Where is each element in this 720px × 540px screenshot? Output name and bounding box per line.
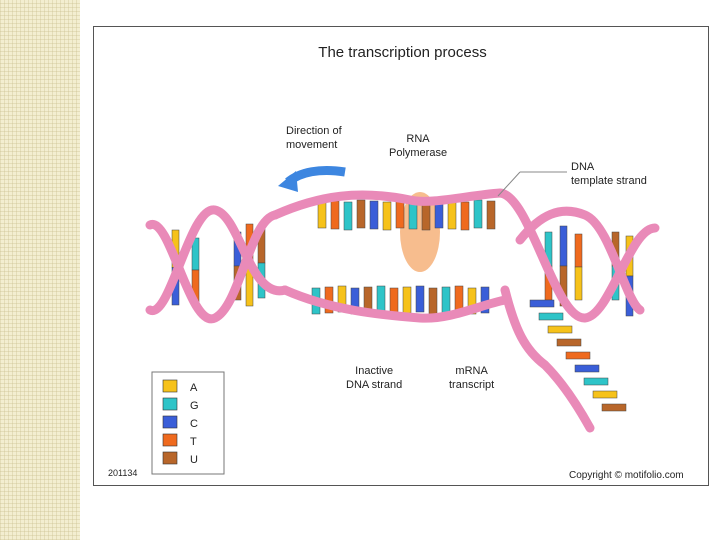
base-pair-segment	[559, 225, 568, 267]
dna-backbone-left-1	[145, 210, 280, 324]
polymerase-label: RNA Polymerase	[389, 133, 448, 159]
inactive-strand-label: Inactive DNA strand	[346, 365, 403, 391]
template-base	[421, 201, 431, 231]
direction-arrowhead	[278, 171, 298, 192]
mrna-base	[601, 403, 627, 412]
template-base	[460, 201, 470, 231]
template-base	[330, 200, 340, 230]
inactive-base	[415, 285, 425, 313]
inactive-base	[428, 287, 438, 315]
mrna-base	[556, 338, 582, 347]
diagram-title: The transcription process	[318, 44, 487, 61]
template-base	[486, 200, 496, 230]
template-base	[473, 199, 483, 229]
legend-swatch	[162, 415, 178, 429]
legend-swatch	[162, 379, 178, 393]
legend-letter: T	[190, 436, 197, 448]
legend-swatch	[162, 433, 178, 447]
dna-template-strand	[270, 188, 660, 323]
dna-inactive-strand	[280, 285, 510, 323]
mrna-strand	[500, 285, 595, 433]
legend-letter: G	[190, 400, 199, 412]
mrna-base	[592, 390, 618, 399]
direction-label: Direction of movement	[286, 125, 342, 151]
mrna-base	[547, 325, 573, 334]
slide-sidebar-pattern	[0, 0, 80, 540]
mrna-base	[565, 351, 591, 360]
figure-code: 201134	[108, 468, 138, 478]
inactive-base	[402, 286, 412, 314]
mrna-label: mRNA transcript	[449, 365, 495, 391]
inactive-base	[376, 285, 386, 313]
legend-letter: C	[190, 418, 198, 430]
template-base	[447, 200, 457, 230]
dna-backbone-left-2	[145, 205, 290, 315]
copyright-text: Copyright © motifolio.com	[569, 470, 684, 481]
template-base	[369, 200, 379, 230]
mrna-base	[538, 312, 564, 321]
base-pair-segment	[574, 266, 583, 301]
legend-letter: U	[190, 454, 198, 466]
mrna-base	[574, 364, 600, 373]
template-base	[395, 199, 405, 229]
base-pair-segment	[574, 233, 583, 268]
inactive-base	[389, 287, 399, 315]
dna-backbone-right-2	[515, 206, 645, 315]
inactive-base	[441, 286, 451, 314]
legend-swatch	[162, 451, 178, 465]
template-base	[382, 201, 392, 231]
template-strand-label: DNA template strand	[571, 161, 647, 187]
legend-letter: A	[190, 382, 198, 394]
template-base	[356, 199, 366, 229]
legend-swatch	[162, 397, 178, 411]
mrna-base	[529, 299, 555, 308]
mrna-base	[583, 377, 609, 386]
template-base	[343, 201, 353, 231]
